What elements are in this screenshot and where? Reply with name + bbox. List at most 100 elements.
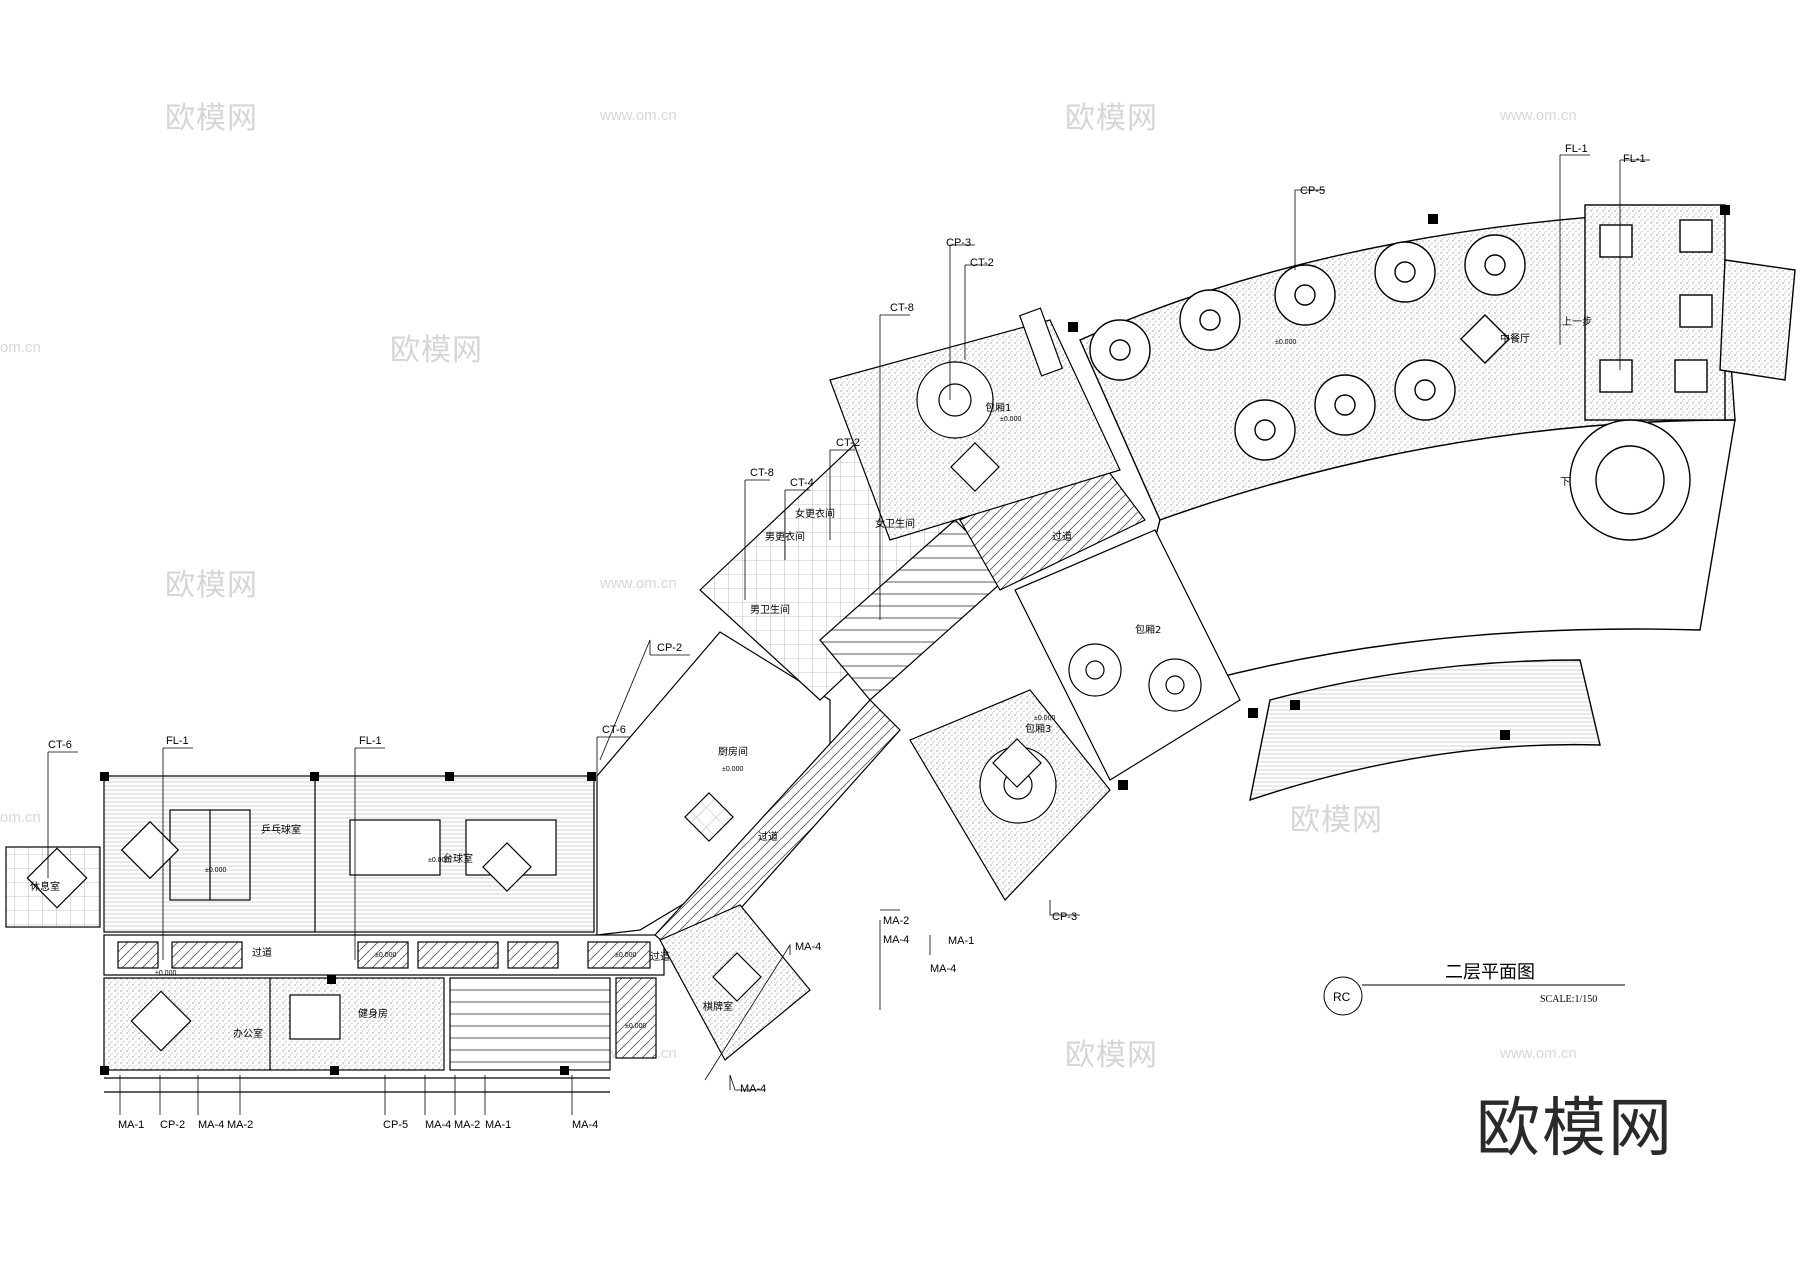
- material-callouts: CT-6 FL-1 FL-1 CP-2 CT-6 CT-8 CT-4 CT-2 …: [48, 143, 1646, 1131]
- west-wing: [5, 772, 665, 1093]
- room-label-corridor: 过道: [1052, 530, 1072, 543]
- room-label-corridor: 过道: [252, 946, 272, 959]
- callout-cp2: CP-2: [160, 1119, 185, 1131]
- callout-cp3: CP-3: [946, 237, 971, 249]
- table-symbol: [950, 442, 1000, 492]
- room-label-chess: 棋牌室: [703, 1000, 733, 1013]
- room-label-kitchen: 厨房间: [718, 745, 748, 758]
- callout-ma1: MA-1: [118, 1119, 144, 1131]
- room-label-private-3: 包厢3: [1025, 722, 1051, 735]
- room-label-private-1: 包厢1: [985, 401, 1011, 414]
- watermark-url-edge: om.cn: [0, 809, 41, 826]
- gym-equipment: [289, 994, 341, 1040]
- dining-hall: [1068, 204, 1796, 802]
- level-mark: ±0.000: [155, 970, 176, 977]
- watermark-text: 欧模网: [390, 333, 483, 368]
- room-label-corridor: 过道: [650, 950, 670, 963]
- table-symbol: [712, 952, 762, 1002]
- brand-logo-text: 欧模网: [1476, 1092, 1674, 1166]
- table-symbol: [120, 820, 180, 880]
- terrace: [1249, 659, 1601, 802]
- drawing-scale: SCALE:1/150: [1540, 994, 1597, 1005]
- room-label-gym: 健身房: [358, 1007, 388, 1020]
- bottom-leaders: [119, 1075, 573, 1115]
- table-symbol: [684, 792, 734, 842]
- callout-ma4: MA-4: [795, 941, 821, 953]
- callout-ma4: MA-4: [198, 1119, 224, 1131]
- callout-cp2: CP-2: [657, 642, 682, 654]
- billiard-table: [349, 819, 441, 876]
- stair-up-note: 上一步: [1562, 316, 1592, 328]
- callout-ct8: CT-8: [750, 467, 774, 479]
- level-mark: ±0.000: [1000, 416, 1021, 423]
- section-symbol: [1323, 976, 1363, 1016]
- room-label-billiards: 台球室: [443, 852, 473, 865]
- callout-cp3: CP-3: [1052, 911, 1077, 923]
- watermark-text: 欧模网: [1290, 803, 1383, 838]
- callout-ct4: CT-4: [790, 477, 814, 489]
- room-label-lounge: 休息室: [30, 880, 60, 893]
- callout-ct8: CT-8: [890, 302, 914, 314]
- sofa: [1018, 307, 1064, 377]
- section-symbol-label: RC: [1333, 990, 1351, 1004]
- level-mark: ±0.000: [205, 867, 226, 874]
- level-mark: ±0.000: [615, 952, 636, 959]
- callout-ma4: MA-4: [572, 1119, 598, 1131]
- private-room-2: [1014, 529, 1241, 781]
- callout-ma2: MA-2: [227, 1119, 253, 1131]
- callout-fl1: FL-1: [1565, 143, 1588, 155]
- watermark-url: www.om.cn: [599, 107, 677, 124]
- watermark-url: www.om.cn: [599, 575, 677, 592]
- callout-ma4: MA-4: [883, 934, 909, 946]
- level-marks: ±0.000 ±0.000 ±0.000 ±0.000 ±0.000 ±0.00…: [155, 339, 1296, 1030]
- watermark-url: www.om.cn: [1499, 107, 1577, 124]
- level-mark: ±0.000: [1034, 715, 1055, 722]
- private-rooms-2-3: [909, 529, 1241, 901]
- leader-lines: [47, 154, 1650, 1091]
- callout-ma4: MA-4: [740, 1083, 766, 1095]
- round-tables: [1089, 234, 1526, 461]
- room-label-washroom-f: 女卫生间: [875, 517, 915, 530]
- room-label-dining-hall: 中餐厅: [1500, 332, 1530, 345]
- table-symbol: [482, 842, 532, 892]
- title-block: RC 二层平面图 SCALE:1/150: [1323, 962, 1625, 1016]
- callout-ma4: MA-4: [425, 1119, 451, 1131]
- table-symbol: [130, 990, 192, 1052]
- callout-ct6: CT-6: [48, 739, 72, 751]
- table-symbol: [26, 847, 88, 909]
- callout-fl1: FL-1: [359, 735, 382, 747]
- room-label-office: 办公室: [233, 1027, 263, 1040]
- stair-down-note: 下: [1560, 477, 1570, 488]
- round-table: [916, 361, 994, 439]
- drawing-title: 二层平面图: [1445, 962, 1535, 983]
- level-mark: ±0.000: [1275, 339, 1296, 346]
- callout-ma2: MA-2: [883, 915, 909, 927]
- room-label-washroom: 男卫生间: [750, 603, 790, 616]
- callout-ct6: CT-6: [602, 724, 626, 736]
- watermark-url: www.om.cn: [1499, 1045, 1577, 1062]
- watermark-text: 欧模网: [1065, 101, 1158, 136]
- level-mark: ±0.000: [375, 952, 396, 959]
- room-label-pingpong: 乒乓球室: [261, 823, 301, 836]
- callout-fl1: FL-1: [166, 735, 189, 747]
- private-room-1: [829, 307, 1121, 541]
- callout-cp5: CP-5: [383, 1119, 408, 1131]
- callout-ma1: MA-1: [948, 935, 974, 947]
- callout-ma2: MA-2: [454, 1119, 480, 1131]
- callout-ct2: CT-2: [836, 437, 860, 449]
- level-mark: ±0.000: [625, 1023, 646, 1030]
- room-label-private-2: 包厢2: [1135, 623, 1161, 636]
- watermark-url-edge: om.cn: [0, 339, 41, 356]
- room-label-corridor: 过道: [758, 830, 778, 843]
- stairwell: [449, 977, 611, 1071]
- level-mark: ±0.000: [428, 857, 449, 864]
- room-label-women-changing: 女更衣间: [795, 507, 835, 520]
- callout-cp5: CP-5: [1300, 185, 1325, 197]
- callout-fl1: FL-1: [1623, 153, 1646, 165]
- watermark-text: 欧模网: [165, 568, 258, 603]
- callout-ma4: MA-4: [930, 963, 956, 975]
- watermark-text: 欧模网: [1065, 1038, 1158, 1073]
- level-mark: ±0.000: [722, 766, 743, 773]
- watermark-text: 欧模网: [165, 101, 258, 136]
